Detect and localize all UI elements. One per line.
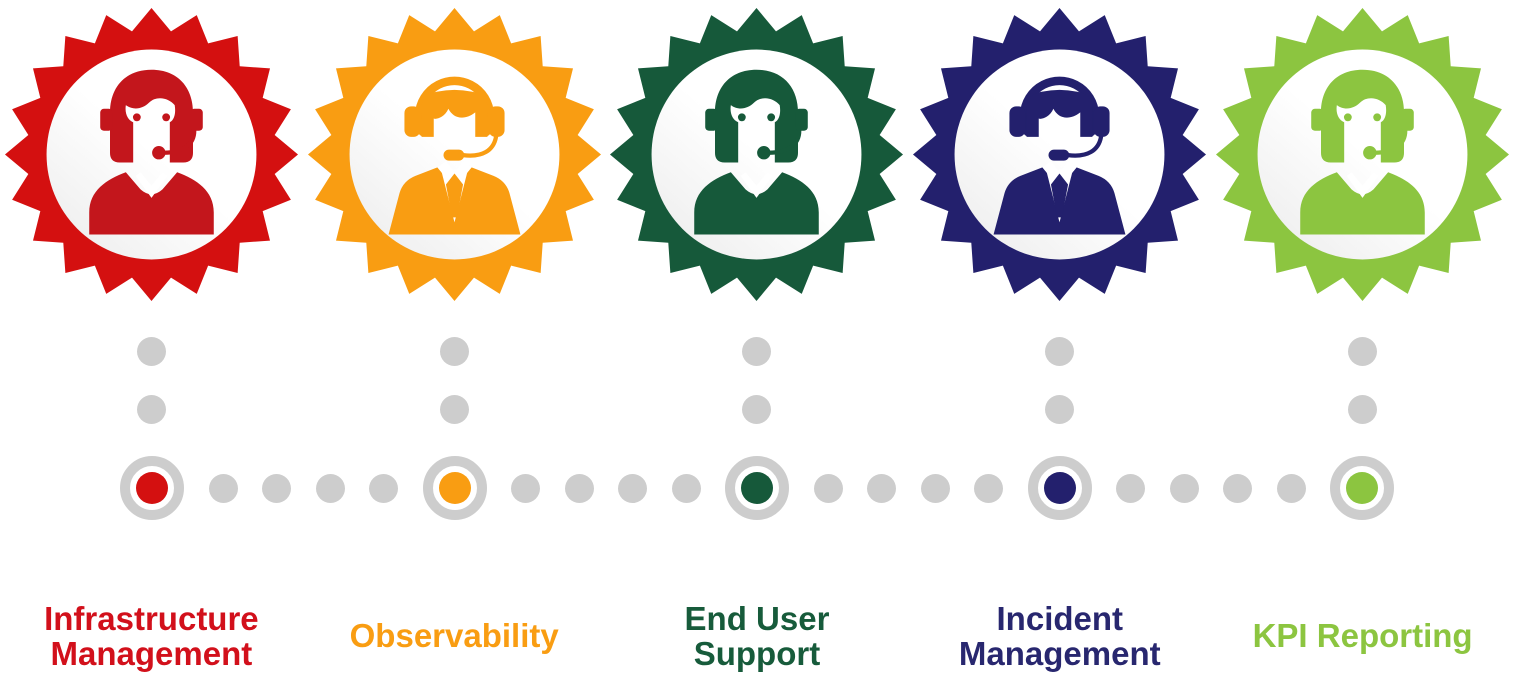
- stage-column: [606, 6, 909, 424]
- connector-dot: [867, 473, 896, 503]
- connector-dot: [511, 473, 540, 503]
- connector-dot: [439, 337, 469, 366]
- connector-dot: [136, 337, 166, 366]
- vertical-connector: [1045, 337, 1075, 424]
- badge-observability: [306, 6, 603, 303]
- badge-incident-management: [911, 6, 1208, 303]
- vertical-connector: [439, 337, 469, 424]
- connector-dot: [813, 473, 843, 503]
- stage-column: [303, 6, 606, 424]
- connector-dot: [1223, 473, 1252, 503]
- connector-dot: [262, 473, 291, 503]
- connector-dot: [564, 473, 594, 503]
- label-kpi-reporting: KPI Reporting: [1252, 617, 1473, 655]
- connector-dot: [618, 473, 647, 503]
- timeline-node-observability: [422, 456, 487, 520]
- timeline-node-dot: [438, 472, 471, 504]
- label-incident-management: Incident Management: [958, 599, 1161, 672]
- timeline-node-kpi-reporting: [1330, 456, 1394, 520]
- connector-dot: [439, 395, 469, 424]
- timeline-node-end-user-support: [725, 456, 789, 520]
- timeline-node-dot: [1346, 472, 1378, 504]
- connector-dot: [742, 395, 772, 424]
- vertical-connector: [1348, 337, 1378, 424]
- connector-dot: [315, 473, 345, 503]
- connector-dot: [671, 473, 701, 503]
- badges-row: [0, 6, 1514, 424]
- vertical-connector: [136, 337, 166, 424]
- timeline-node-dot: [1043, 472, 1076, 504]
- label-infrastructure-management: Infrastructure Management: [44, 599, 259, 672]
- timeline-node-dot: [136, 472, 168, 504]
- label-end-user-support: End User Support: [684, 599, 830, 672]
- badge-infrastructure-management: [3, 6, 300, 303]
- timeline-node-incident-management: [1027, 456, 1092, 520]
- connector-dot: [208, 473, 238, 503]
- badge-kpi-reporting: [1214, 6, 1511, 303]
- badge-end-user-support: [608, 6, 905, 303]
- connector-dot: [742, 337, 772, 366]
- timeline-node-dot: [741, 472, 773, 504]
- timeline-node-infrastructure-management: [120, 456, 184, 520]
- connector-dot: [369, 473, 398, 503]
- connector-dot: [1348, 395, 1378, 424]
- vertical-connector: [742, 337, 772, 424]
- connector-dot: [1348, 337, 1378, 366]
- timeline: [120, 456, 1394, 520]
- connector-dot: [974, 473, 1003, 503]
- connector-dot: [1169, 473, 1199, 503]
- connector-dot: [920, 473, 950, 503]
- connector-dot: [1116, 473, 1145, 503]
- stage-column: [908, 6, 1211, 424]
- labels-row: Infrastructure Management Observability En…: [0, 593, 1514, 680]
- stage-column: [1211, 6, 1514, 424]
- stage-column: [0, 6, 303, 424]
- label-observability: Observability: [349, 617, 559, 655]
- connector-dot: [1276, 473, 1306, 503]
- connector-dot: [1045, 395, 1075, 424]
- connector-dot: [136, 395, 166, 424]
- connector-dot: [1045, 337, 1075, 366]
